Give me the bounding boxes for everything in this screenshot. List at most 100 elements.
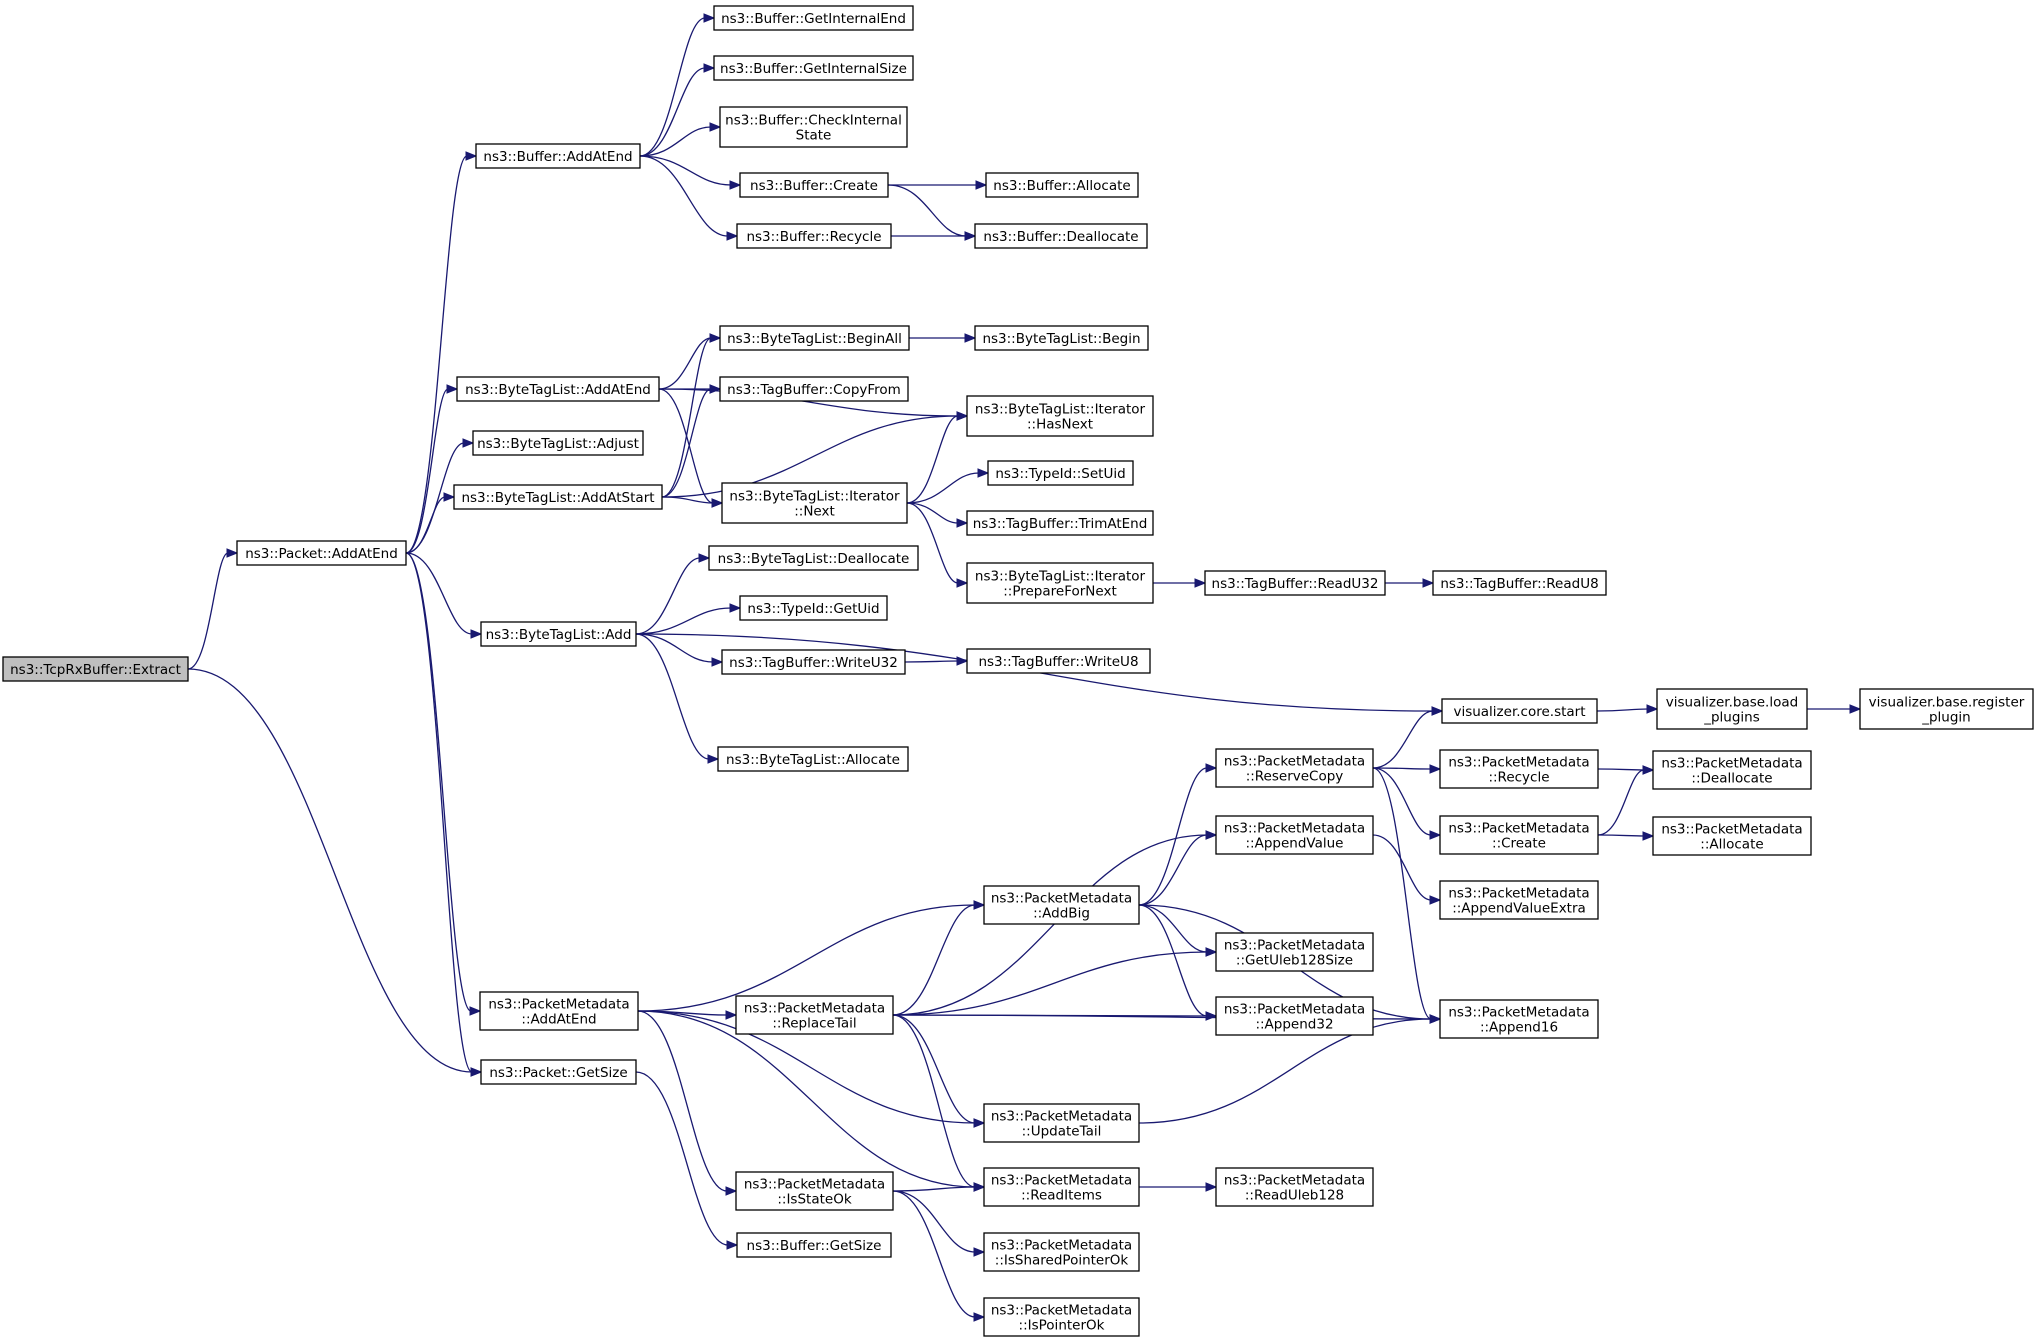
node-tagbuffer-writeu32[interactable]: ns3::TagBuffer::WriteU32 — [721, 649, 906, 675]
edge-btl_addatend-to-btl_it_next — [658, 388, 724, 508]
node-label: ns3::TagBuffer::CopyFrom — [727, 382, 901, 398]
node-pm-updatetail[interactable]: ns3::PacketMetadata::UpdateTail — [983, 1103, 1140, 1143]
node-pm-create[interactable]: ns3::PacketMetadata::Create — [1439, 815, 1599, 855]
node-btl-begin[interactable]: ns3::ByteTagList::Begin — [974, 325, 1149, 351]
node-label: _plugins — [1703, 710, 1760, 726]
node-label: ns3::PacketMetadata — [1448, 755, 1589, 771]
node-buffer-getsize[interactable]: ns3::Buffer::GetSize — [736, 1232, 892, 1258]
node-tagbuffer-copyfrom[interactable]: ns3::TagBuffer::CopyFrom — [719, 376, 909, 402]
node-label: ns3::ByteTagList::Add — [486, 627, 632, 643]
node-pm-isstateok[interactable]: ns3::PacketMetadata::IsStateOk — [735, 1171, 894, 1211]
edge-vis_core_start-to-vis_base_load — [1596, 704, 1659, 714]
node-packet-addatend[interactable]: ns3::Packet::AddAtEnd — [236, 540, 407, 566]
node-pm-appendvalueextra[interactable]: ns3::PacketMetadata::AppendValueExtra — [1439, 880, 1599, 920]
node-pm-readitems[interactable]: ns3::PacketMetadata::ReadItems — [983, 1167, 1140, 1207]
node-box — [236, 540, 407, 566]
node-buffer-recycle[interactable]: ns3::Buffer::Recycle — [736, 223, 892, 249]
edge-btl_add-to-tagbuffer_writeu32 — [635, 633, 724, 667]
node-pm-append32[interactable]: ns3::PacketMetadata::Append32 — [1215, 996, 1374, 1036]
arrowhead-icon — [1422, 578, 1435, 588]
edge-line — [658, 337, 712, 390]
edge-pm_isstateok-to-pm_readitems — [892, 1182, 986, 1192]
node-btl-add[interactable]: ns3::ByteTagList::Add — [480, 621, 637, 647]
edge-line — [1372, 710, 1434, 769]
node-pm-reservecopy[interactable]: ns3::PacketMetadata::ReserveCopy — [1215, 748, 1374, 788]
edge-line — [892, 1014, 976, 1124]
arrowhead-icon — [707, 754, 720, 764]
node-btl-it-prepare[interactable]: ns3::ByteTagList::Iterator::PrepareForNe… — [966, 562, 1154, 604]
node-box — [1439, 880, 1599, 920]
arrowhead-icon — [973, 1312, 986, 1322]
node-box — [1859, 688, 2034, 730]
node-pm-readuleb128[interactable]: ns3::PacketMetadata::ReadUleb128 — [1215, 1167, 1374, 1207]
node-btl-adjust[interactable]: ns3::ByteTagList::Adjust — [472, 430, 644, 456]
node-tagbuffer-readu8[interactable]: ns3::TagBuffer::ReadU8 — [1432, 570, 1607, 596]
node-label: ns3::PacketMetadata — [991, 1238, 1132, 1254]
node-buffer-getinternalsize[interactable]: ns3::Buffer::GetInternalSize — [713, 55, 914, 81]
arrowhead-icon — [725, 1010, 738, 1020]
node-packet-getsize[interactable]: ns3::Packet::GetSize — [480, 1059, 637, 1085]
node-pm-addatend[interactable]: ns3::PacketMetadata::AddAtEnd — [479, 991, 639, 1031]
node-tagbuffer-writeu8[interactable]: ns3::TagBuffer::WriteU8 — [966, 648, 1151, 674]
node-buffer-create[interactable]: ns3::Buffer::Create — [739, 172, 889, 198]
node-typeid-getuid[interactable]: ns3::TypeId::GetUid — [739, 595, 888, 621]
node-label: ns3::ByteTagList::AddAtStart — [461, 490, 654, 506]
arrowhead-icon — [709, 122, 722, 132]
edge-line — [892, 1014, 976, 1188]
arrowhead-icon — [1205, 1182, 1218, 1192]
edge-line — [1372, 767, 1432, 1020]
node-btl-addatend[interactable]: ns3::ByteTagList::AddAtEnd — [456, 376, 660, 402]
node-typeid-setuid[interactable]: ns3::TypeId::SetUid — [987, 460, 1134, 486]
edge-line — [635, 1071, 729, 1246]
arrowhead-icon — [1205, 947, 1218, 957]
node-buffer-allocate[interactable]: ns3::Buffer::Allocate — [985, 172, 1139, 198]
node-btl-it-next[interactable]: ns3::ByteTagList::Iterator::Next — [721, 482, 908, 524]
node-box — [1204, 570, 1386, 596]
edge-line — [661, 337, 712, 498]
node-vis-base-register[interactable]: visualizer.base.register_plugin — [1859, 688, 2034, 730]
edge-packet_getsize-to-buffer_getsize — [635, 1071, 739, 1250]
node-pm-recycle[interactable]: ns3::PacketMetadata::Recycle — [1439, 749, 1599, 789]
node-vis-base-load[interactable]: visualizer.base.load_plugins — [1656, 688, 1808, 730]
node-pm-replacetail[interactable]: ns3::PacketMetadata::ReplaceTail — [735, 995, 894, 1035]
edge-btl_beginall-to-btl_begin — [908, 333, 977, 343]
edge-btl_add-to-btl_deallocate — [635, 553, 711, 635]
node-label: ns3::Buffer::GetSize — [747, 1238, 882, 1254]
node-pm-issharedpointerok[interactable]: ns3::PacketMetadata::IsSharedPointerOk — [983, 1232, 1140, 1272]
edge-buffer_create-to-buffer_allocate — [887, 180, 988, 190]
node-pm-allocate[interactable]: ns3::PacketMetadata::Allocate — [1652, 816, 1812, 856]
edge-buffer_addatend-to-buffer_checkinternal — [639, 122, 722, 157]
node-buffer-addatend[interactable]: ns3::Buffer::AddAtEnd — [475, 143, 641, 169]
arrowhead-icon — [443, 492, 456, 502]
node-btl-deallocate[interactable]: ns3::ByteTagList::Deallocate — [708, 545, 919, 571]
node-vis-core-start[interactable]: visualizer.core.start — [1441, 698, 1598, 724]
node-buffer-getinternalend[interactable]: ns3::Buffer::GetInternalEnd — [713, 5, 914, 31]
node-pm-deallocate[interactable]: ns3::PacketMetadata::Deallocate — [1652, 750, 1812, 790]
edge-line — [639, 67, 706, 157]
node-box — [966, 395, 1154, 437]
node-pm-ispointerok[interactable]: ns3::PacketMetadata::IsPointerOk — [983, 1297, 1140, 1337]
node-label: ns3::ByteTagList::BeginAll — [727, 331, 902, 347]
arrowhead-icon — [226, 548, 239, 558]
node-label: ::Append32 — [1255, 1017, 1333, 1033]
node-pm-append16[interactable]: ns3::PacketMetadata::Append16 — [1439, 999, 1599, 1039]
edge-pm_isstateok-to-pm_issharedpointerok — [892, 1190, 986, 1257]
node-btl-it-hasnext[interactable]: ns3::ByteTagList::Iterator::HasNext — [966, 395, 1154, 437]
node-btl-allocate[interactable]: ns3::ByteTagList::Allocate — [717, 746, 909, 772]
arrowhead-icon — [973, 1118, 986, 1128]
node-pm-addbig[interactable]: ns3::PacketMetadata::AddBig — [983, 885, 1140, 925]
edge-pm_addatend-to-pm_addbig — [637, 900, 986, 1012]
arrowhead-icon — [975, 180, 988, 190]
node-box — [1652, 816, 1812, 856]
node-box — [1215, 815, 1374, 855]
node-tagbuffer-readu32[interactable]: ns3::TagBuffer::ReadU32 — [1204, 570, 1386, 596]
node-tagbuffer-trimatend[interactable]: ns3::TagBuffer::TrimAtEnd — [966, 510, 1154, 536]
node-buffer-deallocate[interactable]: ns3::Buffer::Deallocate — [974, 223, 1148, 249]
node-box — [456, 376, 660, 402]
edge-pm_replacetail-to-pm_appendvalue — [892, 830, 1218, 1016]
node-btl-addatstart[interactable]: ns3::ByteTagList::AddAtStart — [453, 484, 663, 510]
node-pm-getuleb128size[interactable]: ns3::PacketMetadata::GetUleb128Size — [1215, 932, 1374, 972]
node-pm-appendvalue[interactable]: ns3::PacketMetadata::AppendValue — [1215, 815, 1374, 855]
node-btl-beginall[interactable]: ns3::ByteTagList::BeginAll — [719, 325, 910, 351]
